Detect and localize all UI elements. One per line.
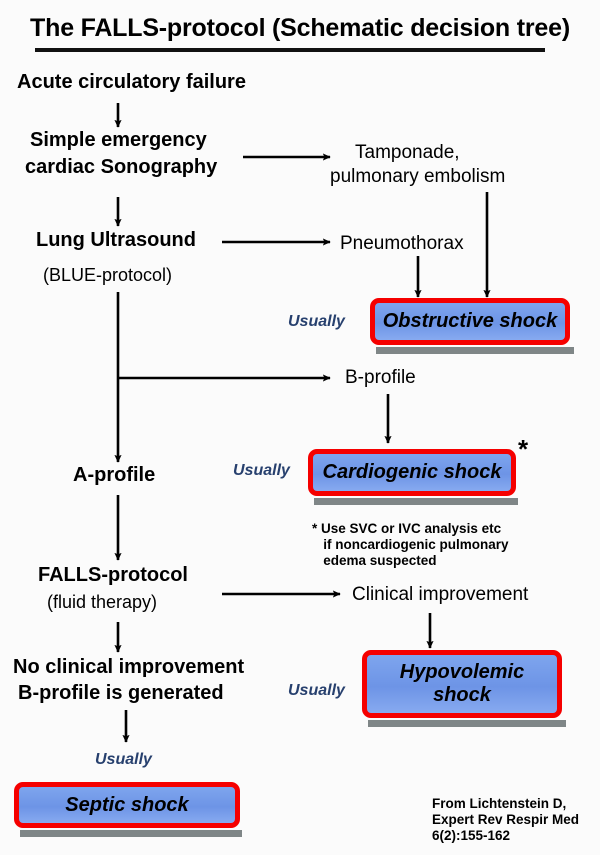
citation-line2: Expert Rev Respir Med bbox=[432, 812, 580, 827]
footnote-line2: if noncardiogenic pulmonary bbox=[312, 537, 509, 552]
node-falls-protocol-line2: (fluid therapy) bbox=[47, 592, 158, 612]
node-clinical-improvement: Clinical improvement bbox=[352, 584, 529, 605]
usually-label-obstructive: Usually bbox=[288, 313, 345, 330]
footnote-line1: * Use SVC or IVC analysis etc bbox=[312, 521, 502, 536]
node-tamponade-line1: Tamponade, bbox=[355, 142, 460, 163]
shock-box-obstructive-shadow bbox=[376, 347, 574, 354]
node-no-clinical-improvement-line1: No clinical improvement bbox=[13, 656, 245, 678]
node-lung-ultrasound-line1: Lung Ultrasound bbox=[36, 229, 196, 251]
citation-line3: 6(2):155-162 bbox=[432, 828, 511, 843]
node-tamponade-line2: pulmonary embolism bbox=[330, 166, 506, 187]
shock-box-obstructive[interactable]: Obstructive shock bbox=[370, 298, 570, 345]
node-pneumothorax: Pneumothorax bbox=[340, 233, 464, 254]
shock-box-cardiogenic[interactable]: Cardiogenic shock bbox=[308, 449, 516, 496]
footnote-line3: edema suspected bbox=[312, 553, 437, 568]
node-no-clinical-improvement-line2: B-profile is generated bbox=[18, 682, 224, 704]
usually-label-cardiogenic: Usually bbox=[233, 462, 290, 479]
node-b-profile: B-profile bbox=[345, 367, 416, 388]
node-simple-emergency-line1: Simple emergency bbox=[30, 129, 207, 151]
citation-line1: From Lichtenstein D, bbox=[432, 796, 567, 811]
shock-box-septic[interactable]: Septic shock bbox=[14, 782, 240, 828]
node-acute-circulatory-failure: Acute circulatory failure bbox=[17, 71, 246, 93]
shock-box-hypovolemic[interactable]: Hypovolemic shock bbox=[362, 650, 562, 718]
shock-box-cardiogenic-shadow bbox=[314, 498, 518, 505]
node-lung-ultrasound-line2: (BLUE-protocol) bbox=[43, 265, 173, 285]
usually-label-septic: Usually bbox=[95, 751, 152, 768]
page-title: The FALLS-protocol (Schematic decision t… bbox=[30, 14, 570, 42]
title-underline-rule bbox=[35, 48, 545, 52]
footnote-asterisk-marker: * bbox=[518, 434, 529, 464]
node-simple-emergency-line2: cardiac Sonography bbox=[25, 156, 218, 178]
node-falls-protocol-line1: FALLS-protocol bbox=[38, 564, 188, 586]
node-a-profile: A-profile bbox=[73, 464, 156, 486]
shock-box-hypovolemic-shadow bbox=[368, 720, 566, 727]
usually-label-hypovolemic: Usually bbox=[288, 682, 345, 699]
shock-box-septic-shadow bbox=[20, 830, 242, 837]
